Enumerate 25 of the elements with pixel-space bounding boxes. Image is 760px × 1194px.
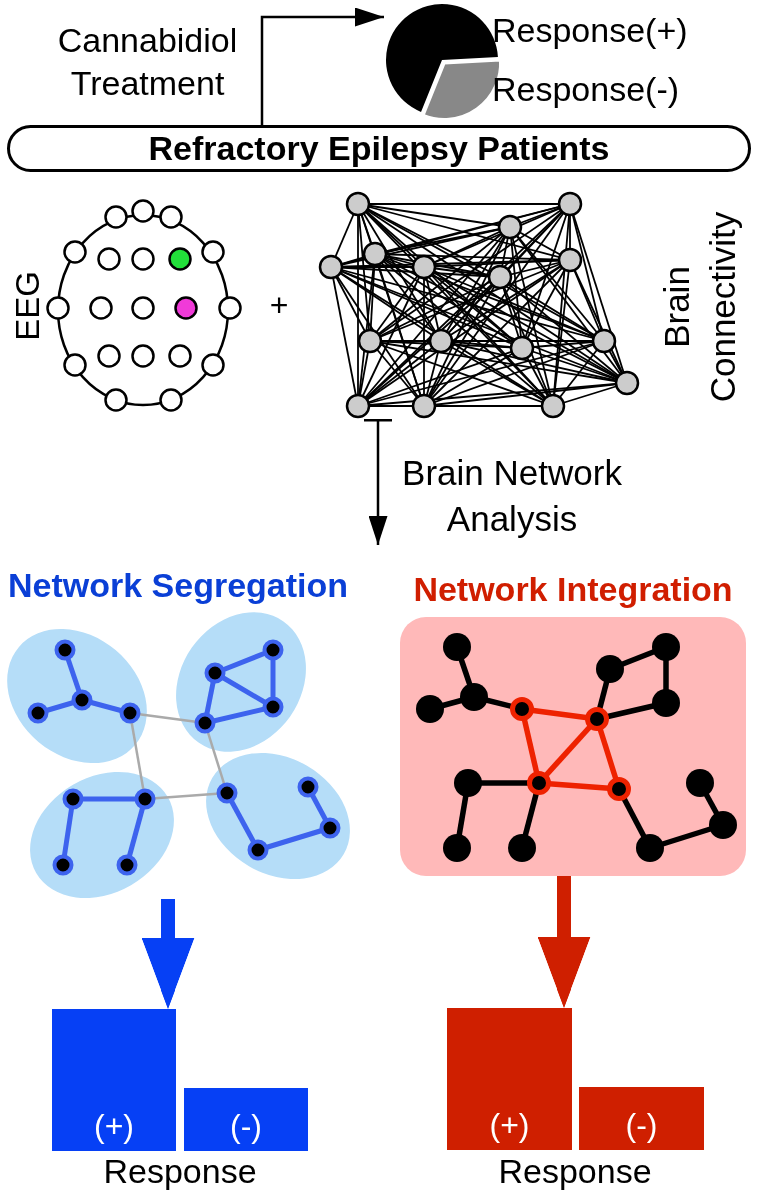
chart-caption: Response [498,1154,652,1188]
vertical-caption: EEG [10,271,44,341]
slice-label: Response(+) [492,11,688,51]
response-bar [184,1088,308,1151]
network-segregation-drawing [5,612,352,899]
banner-title: Refractory Epilepsy Patients [148,129,610,168]
vertical-caption: Brain Connectivity [655,210,743,405]
bar-label: (-) [230,1110,262,1142]
response-bar [579,1087,704,1150]
block-arrow [537,876,591,1008]
rounded-banner [7,125,751,172]
arrow [364,418,392,545]
response-bar [52,1009,176,1151]
chart-caption: Response [103,1154,257,1188]
brain-network-drawing [317,191,641,420]
plus-sign: + [269,289,289,321]
bar-label: (-) [625,1109,658,1141]
panel-heading: Network Segregation [8,566,349,606]
slice-label: Response(-) [492,70,680,110]
bar-label: (+) [489,1109,530,1141]
response-bar [447,1008,572,1150]
arrow [260,7,384,125]
block-arrow [141,899,195,1009]
bar-label: (+) [94,1110,134,1142]
panel-heading: Network Integration [413,569,733,609]
